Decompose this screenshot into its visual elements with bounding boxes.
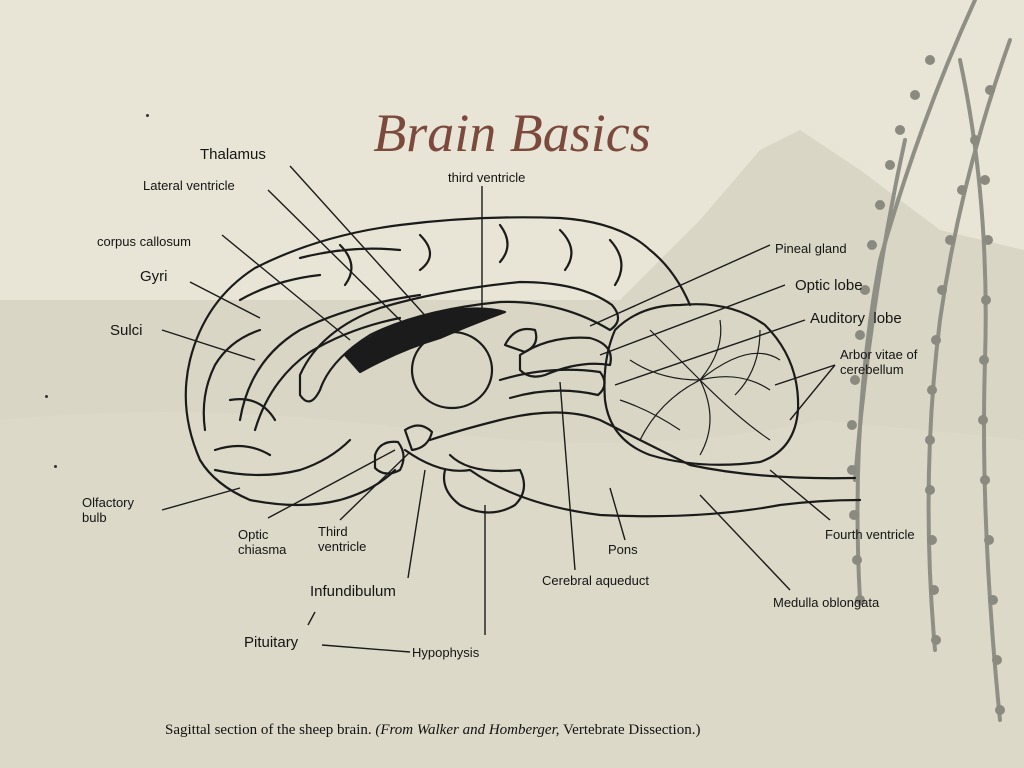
cerebral-aqueduct-channel — [498, 368, 606, 400]
label-lateral-ventricle: Lateral ventricle — [143, 178, 235, 193]
label-optic-chiasma: Optic chiasma — [238, 527, 287, 557]
olfactory-bulb-shape — [373, 440, 405, 475]
brainstem-outline — [428, 411, 857, 480]
label-sulci: Sulci — [110, 322, 143, 339]
label-fourth-ventricle: Fourth ventricle — [825, 527, 915, 542]
label-pons: Pons — [608, 542, 638, 557]
label-gyri: Gyri — [140, 268, 168, 285]
leader-lines — [161, 165, 836, 653]
arbor-vitae-texture — [619, 319, 781, 456]
lateral-ventricle — [343, 307, 507, 374]
corpus-callosum — [298, 280, 620, 403]
optic-chiasma-shape — [403, 424, 434, 452]
print-speck — [45, 395, 48, 398]
label-third-ventricle-top: third ventricle — [448, 170, 526, 185]
caption-book: Vertebrate Dissection.) — [563, 722, 701, 738]
label-arbor-vitae: Arbor vitae of cerebellum — [840, 347, 918, 377]
gyri-folds — [202, 223, 623, 457]
caption-source: (From Walker and Homberger, — [375, 722, 560, 738]
label-corpus-callosum: corpus callosum — [97, 234, 191, 249]
label-medulla-oblongata: Medulla oblongata — [773, 595, 880, 610]
label-infundibulum: Infundibulum — [310, 583, 396, 600]
caption-main: Sagittal section of the sheep brain. — [165, 722, 372, 738]
cerebellum-outline — [603, 303, 800, 466]
label-cerebral-aqueduct: Cerebral aqueduct — [542, 573, 649, 588]
willow-leaves-decoration — [847, 55, 1005, 715]
slide-title: Brain Basics — [373, 103, 651, 163]
thalamus — [410, 330, 494, 410]
figure-caption: Sagittal section of the sheep brain. (Fr… — [165, 722, 700, 739]
label-pituitary: Pituitary — [244, 634, 299, 651]
label-third-ventricle-bottom: Third ventricle — [318, 524, 367, 554]
midbrain-tectum — [518, 336, 612, 378]
cerebrum-outline — [184, 216, 692, 462]
label-olfactory-bulb: Olfactory bulb — [82, 495, 135, 525]
print-speck — [146, 114, 149, 117]
label-optic-lobe: Optic lobe — [795, 277, 863, 294]
label-thalamus: Thalamus — [200, 146, 266, 163]
label-hypophysis: Hypophysis — [412, 645, 480, 660]
label-pineal-gland: Pineal gland — [775, 241, 847, 256]
print-speck — [54, 465, 57, 468]
label-auditory-lobe: Auditory lobe — [810, 310, 902, 327]
